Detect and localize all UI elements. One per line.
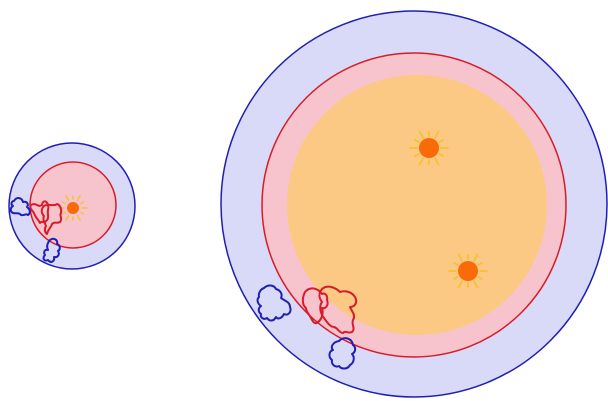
blue-blob-shape [42,237,61,263]
red-blob-shape [40,203,63,235]
star-ray [414,153,420,157]
star-ray [76,215,81,222]
star-ray [65,215,70,222]
blue-blob-shape [328,337,357,370]
star-ray [453,262,459,266]
star-ray [76,194,81,201]
star-ray [61,211,66,215]
large-system [220,10,608,398]
red-blob-shape [318,285,358,334]
star-ray [61,201,66,205]
star-ray [453,276,459,280]
star-ray [477,276,483,280]
sun-star-icon [448,253,488,289]
star-ray [434,130,440,139]
star-ray [80,201,85,205]
star-ray [473,253,479,262]
blue-blob-shape [256,284,292,322]
small-system [8,142,136,270]
red-blob-shape [29,200,50,224]
star-ray [418,130,424,139]
star-ray [438,139,444,143]
blue-blob-shape [9,197,31,217]
star-ray [418,157,424,166]
star-ray [457,280,463,289]
star-ray [434,157,440,166]
sun-star-icon [409,130,449,166]
star-ray [65,194,70,201]
star-ray [457,253,463,262]
star-ray [477,262,483,266]
star-ray [80,211,85,215]
star-ray [438,153,444,157]
star-ray [473,280,479,289]
star-ray [414,139,420,143]
